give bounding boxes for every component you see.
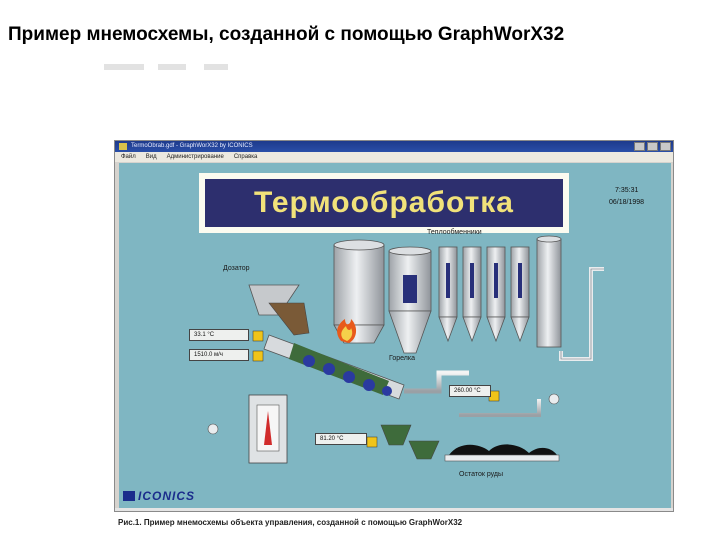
flow-readout-1: 1510.0 м/ч bbox=[189, 349, 249, 361]
label-burner: Горелка bbox=[389, 355, 415, 362]
menu-item-view[interactable]: Вид bbox=[145, 154, 157, 160]
faded-text-fragment bbox=[158, 64, 186, 70]
flame-icon bbox=[337, 319, 357, 343]
figure-caption: Рис.1. Пример мнемосхемы объекта управле… bbox=[118, 518, 463, 527]
label-dosator: Дозатор bbox=[223, 265, 250, 272]
title-banner: Термообработка bbox=[199, 173, 569, 233]
cyclone-tank bbox=[388, 246, 432, 354]
iconics-logo: ICONICS bbox=[123, 489, 195, 503]
menu-item-file[interactable]: Файл bbox=[121, 154, 136, 160]
menu-bar: Файл Вид Администрирование Справка bbox=[115, 152, 673, 162]
temperature-readout-1: 33.1 °C bbox=[189, 329, 249, 341]
process-schematic bbox=[179, 235, 604, 466]
clock-display: 7:35:31 06/18/1998 bbox=[609, 185, 644, 209]
heat-exchangers bbox=[438, 246, 530, 343]
maximize-icon[interactable] bbox=[647, 142, 658, 151]
rotary-kiln bbox=[263, 334, 405, 400]
temperature-readout-2: 260.00 °C bbox=[449, 385, 491, 397]
window-controls bbox=[634, 142, 671, 151]
clock-date: 06/18/1998 bbox=[609, 199, 645, 206]
settling-basin bbox=[380, 424, 440, 460]
label-ore-residue: Остаток руды bbox=[459, 471, 504, 478]
control-cabinet bbox=[248, 394, 288, 464]
clock-time: 7:35:31 bbox=[615, 187, 639, 194]
faded-text-fragment bbox=[104, 64, 144, 70]
ore-residue-collector bbox=[444, 444, 560, 462]
valve-icon[interactable] bbox=[252, 330, 500, 448]
window-title: TermoObrab.gdf - GraphWorX32 by ICONICS bbox=[131, 143, 253, 149]
faded-text-fragment bbox=[204, 64, 228, 70]
slide-title: Пример мнемосхемы, созданной с помощью G… bbox=[8, 24, 565, 45]
window-title-bar[interactable]: TermoObrab.gdf - GraphWorX32 by ICONICS bbox=[115, 141, 673, 152]
menu-item-help[interactable]: Справка bbox=[233, 154, 258, 160]
window-bottom-strip bbox=[115, 508, 673, 511]
app-window-screenshot: TermoObrab.gdf - GraphWorX32 by ICONICS … bbox=[114, 140, 674, 512]
mnemonic-diagram-canvas: Термообработка 7:35:31 06/18/1998 bbox=[119, 163, 671, 508]
iconics-logo-icon bbox=[123, 491, 135, 501]
iconics-logo-text: ICONICS bbox=[138, 489, 196, 503]
app-icon bbox=[119, 143, 127, 150]
tank-level-indicator bbox=[403, 275, 417, 303]
menu-item-admin[interactable]: Администрирование bbox=[166, 154, 224, 160]
minimize-icon[interactable] bbox=[634, 142, 645, 151]
exhaust-stack bbox=[536, 235, 604, 361]
dosator-hopper bbox=[248, 284, 310, 336]
pipe-fittings bbox=[207, 393, 560, 435]
label-heat-exchangers: Теплообменники bbox=[427, 229, 482, 236]
temperature-readout-3: 81.20 °C bbox=[315, 433, 367, 445]
banner-title: Термообработка bbox=[205, 179, 563, 227]
close-icon[interactable] bbox=[660, 142, 671, 151]
